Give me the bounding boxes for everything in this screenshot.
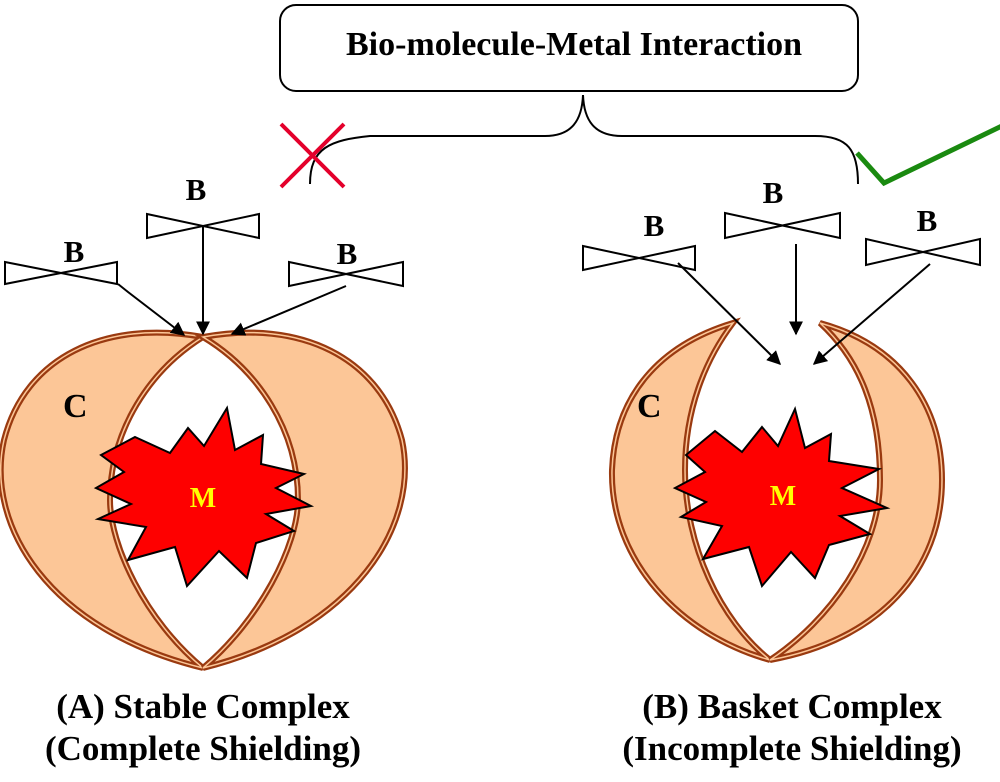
metal-label-a: M — [190, 483, 216, 514]
caption-b-line2: (Incomplete Shielding) — [622, 729, 962, 768]
check-mark-icon — [855, 124, 1000, 187]
biomolecule-label: B — [186, 172, 207, 207]
biomolecule-label: B — [644, 208, 665, 243]
biomolecule-a-right: B — [288, 236, 404, 288]
arrow-b-left — [677, 262, 781, 365]
caption-b-line1: (B) Basket Complex — [642, 687, 942, 726]
metal-star-b — [672, 406, 891, 588]
biomolecule-b-right: B — [865, 203, 981, 267]
biomolecule-label: B — [763, 175, 784, 210]
biomolecule-label: B — [917, 203, 938, 238]
title-box: Bio-molecule-Metal Interaction — [279, 4, 859, 92]
caption-a-line1: (A) Stable Complex — [56, 687, 350, 726]
biomolecule-label: B — [337, 236, 358, 271]
arrow-b-right — [812, 263, 931, 365]
biomolecule-a-left: B — [4, 234, 118, 286]
metal-label-b: M — [770, 481, 796, 512]
cage-label-b: C — [637, 388, 662, 425]
caption-a-line2: (Complete Shielding) — [45, 729, 361, 768]
biomolecule-b-left: B — [582, 208, 696, 272]
cage-a — [0, 329, 408, 671]
cross-mark-icon — [279, 122, 346, 189]
panel-a: C M B B B — [0, 172, 408, 671]
metal-star-a — [93, 405, 315, 588]
diagram-title: Bio-molecule-Metal Interaction — [346, 26, 802, 63]
biomolecule-b-top: B — [724, 175, 841, 240]
biomolecule-label: B — [64, 234, 85, 269]
panel-b: C M B B B — [582, 175, 981, 663]
arrow-a-left — [117, 283, 186, 336]
caption-a: (A) Stable Complex (Complete Shielding) — [18, 686, 388, 770]
caption-b: (B) Basket Complex (Incomplete Shielding… — [592, 686, 992, 770]
cage-b — [608, 317, 946, 663]
cage-label-a: C — [63, 388, 88, 425]
arrow-a-right — [230, 285, 347, 336]
curly-brace — [309, 94, 859, 185]
